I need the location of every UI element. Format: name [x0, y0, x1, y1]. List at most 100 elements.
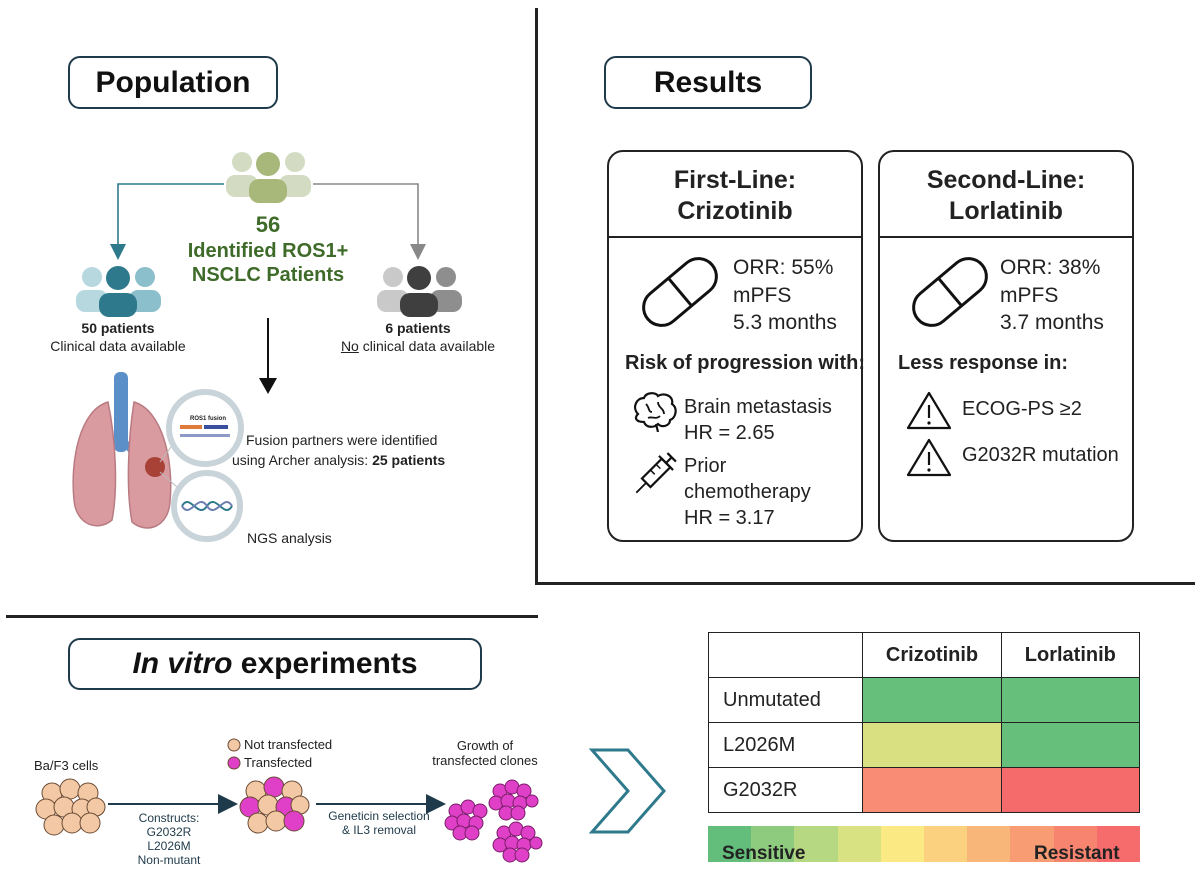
arrow-left [110, 183, 224, 260]
baf3-cells-label: Ba/F3 cells [34, 758, 99, 773]
people-green-icon [226, 152, 311, 203]
first-orr: ORR: 55% [733, 256, 834, 279]
row-label: L2026M [707, 722, 864, 768]
scale-segment [1053, 826, 1097, 862]
lungs-icon [72, 372, 172, 529]
constructs-label-1: Constructs: [138, 811, 200, 825]
population-title-text: Population [95, 65, 251, 99]
left-desc: Clinical data available [50, 338, 186, 354]
prior-chemo-1: Prior [684, 455, 727, 477]
divider-vertical-top [535, 8, 538, 584]
brain-icon [634, 392, 677, 432]
ecog-ps: ECOG-PS ≥2 [962, 398, 1082, 420]
brain-metastasis: Brain metastasis [684, 396, 832, 418]
scale-resistant-label: Resistant [1034, 843, 1120, 864]
legend-not-transfected-dot [227, 738, 241, 752]
warning-icon-2 [906, 438, 952, 477]
legend-transfected-dot [227, 756, 241, 770]
people-gray-icon [377, 266, 462, 317]
col-lorlatinib: Lorlatinib [1000, 632, 1141, 678]
total-label-2: NSCLC Patients [191, 264, 345, 286]
second-line-header: Second-Line: Lorlatinib [880, 152, 1132, 238]
divider-horizontal-right [535, 582, 1195, 585]
dna-circle-icon [171, 470, 243, 542]
fusion-text-2a: using Archer analysis: [232, 452, 373, 468]
scale-segment [1010, 826, 1054, 862]
constructs-label-4: Non-mutant [137, 853, 201, 867]
legend-transfected: Transfected [244, 755, 313, 770]
sensitivity-table: Crizotinib Lorlatinib Unmutated L2026M G… [707, 632, 1141, 813]
scale-sensitive-label: Sensitive [722, 843, 806, 864]
second-mpfs: mPFS [1000, 284, 1059, 307]
cell-lorlatinib [1000, 722, 1141, 768]
cell-crizotinib [862, 677, 1002, 723]
right-desc: No clinical data available [318, 338, 518, 354]
table-row: G2032R [707, 767, 1141, 813]
right-desc-no: No [340, 338, 359, 354]
fusion-text-bold: 25 patients [372, 452, 446, 468]
fusion-text-2: using Archer analysis: 25 patients [232, 452, 445, 468]
scale-segment [708, 826, 752, 862]
cell-crizotinib [862, 767, 1002, 813]
prior-chemo-hr: HR = 3.17 [684, 507, 775, 529]
arrow-right [313, 183, 426, 260]
scale-segment [924, 826, 968, 862]
scale-segment [880, 826, 925, 862]
results-title-text: Results [653, 65, 763, 99]
g2032r-mutation: G2032R mutation [962, 444, 1119, 466]
cell-crizotinib [862, 722, 1002, 768]
ngs-text: NGS analysis [247, 530, 332, 546]
total-count: 56 [255, 212, 281, 237]
second-line-title-1: Second-Line: [926, 166, 1086, 194]
first-line-header: First-Line: Crizotinib [609, 152, 861, 238]
first-line-title-1: First-Line: [673, 166, 797, 194]
scale-segment [794, 826, 838, 862]
right-desc-rest: clinical data available [358, 338, 496, 354]
second-months: 3.7 months [1000, 311, 1104, 334]
brain-hr: HR = 2.65 [684, 422, 775, 444]
results-title: Results [604, 56, 812, 109]
invitro-diagram [35, 738, 543, 863]
row-label: Unmutated [707, 677, 864, 723]
ros1-fusion-label: ROS1 fusion [190, 416, 227, 422]
constructs-label-2: G2032R [146, 825, 192, 839]
cell-lorlatinib [1000, 677, 1141, 723]
constructs-label-3: L2026M [147, 839, 191, 853]
first-line-card: First-Line: Crizotinib [607, 150, 863, 542]
table-corner-cell [707, 632, 864, 678]
first-line-title-2: Crizotinib [677, 197, 793, 225]
warning-icon [906, 391, 952, 430]
divider-horizontal-left [6, 615, 538, 618]
total-label-1: Identified ROS1+ [187, 240, 349, 262]
scale-segment [751, 826, 795, 862]
first-months: 5.3 months [733, 311, 837, 334]
people-teal-icon [76, 266, 161, 317]
transfected-clones-icon [444, 779, 543, 863]
second-line-title-2: Lorlatinib [949, 197, 1063, 225]
cell-lorlatinib [1000, 767, 1141, 813]
scale-segment [967, 826, 1011, 862]
row-label: G2032R [707, 767, 864, 813]
fusion-text-1: Fusion partners were identified [246, 432, 438, 448]
left-count: 50 patients [81, 320, 155, 336]
invitro-title: In vitro experiments [68, 638, 482, 690]
pill-icon [642, 257, 718, 327]
prior-chemo-2: chemotherapy [684, 481, 811, 503]
selection-label-1: Geneticin selection [328, 809, 430, 823]
right-count: 6 patients [385, 320, 451, 336]
syringe-icon [635, 452, 677, 494]
mixed-cells-icon [239, 776, 310, 834]
ros1-fusion-circle-icon [166, 389, 244, 467]
scale-segment [1096, 826, 1141, 862]
first-mpfs: mPFS [733, 284, 792, 307]
table-row: L2026M [707, 722, 1141, 768]
less-response-title: Less response in: [898, 352, 1069, 374]
invitro-title-rest: experiments [232, 647, 418, 680]
legend-not-transfected: Not transfected [244, 737, 333, 752]
scale-segment [837, 826, 881, 862]
growth-label-2: transfected clones [432, 753, 538, 768]
second-line-card: Second-Line: Lorlatinib [878, 150, 1134, 542]
invitro-title-italic: In vitro [132, 647, 233, 680]
population-flow-diagram [72, 152, 462, 542]
color-scale [708, 826, 1141, 862]
